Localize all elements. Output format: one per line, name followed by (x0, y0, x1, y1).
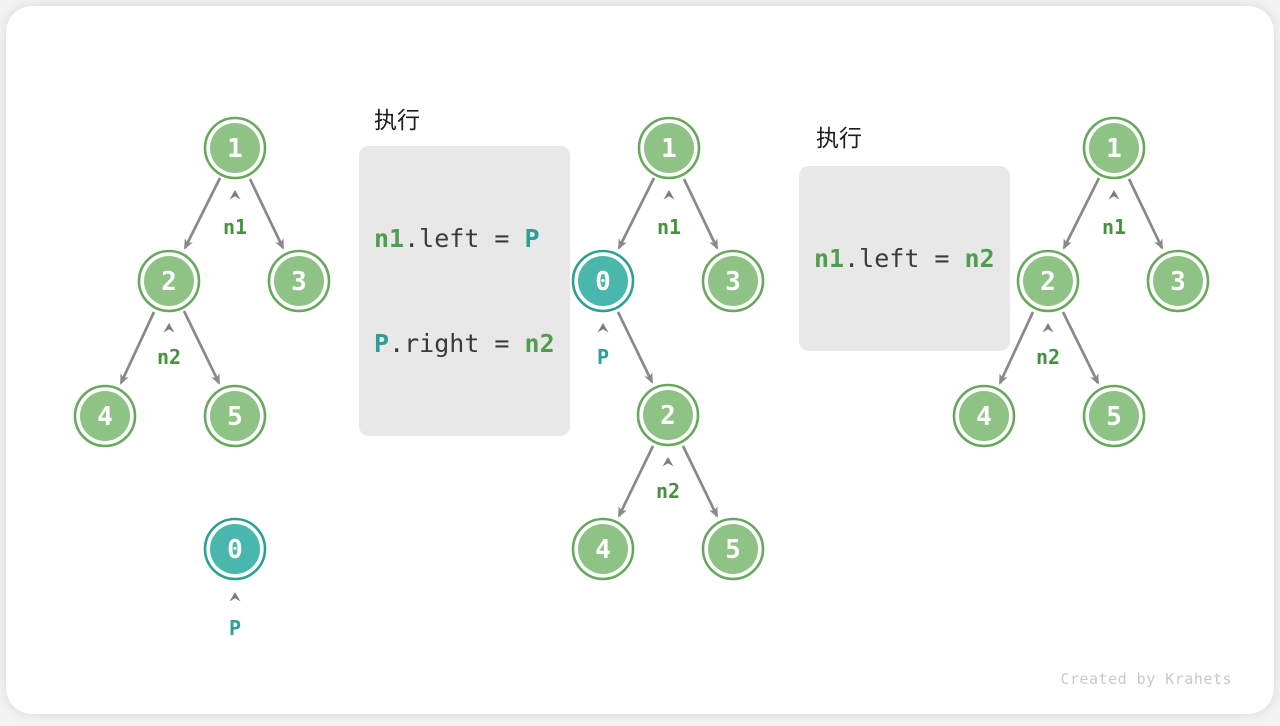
code-token-n2: n2 (965, 244, 995, 273)
pointer-caret-n1 (1109, 190, 1120, 200)
pointer-label-P: P (597, 345, 609, 369)
node-value: 3 (725, 267, 741, 297)
node-4: 4 (573, 519, 633, 579)
node-value: 2 (660, 401, 676, 431)
node-value: 3 (291, 267, 307, 297)
pointer-label-n2: n2 (656, 479, 680, 503)
step-2-title: 执行 (816, 119, 862, 153)
pointer-label-n2: n2 (1036, 345, 1060, 369)
pointer-caret-n1 (230, 190, 241, 200)
pointer-caret-n1 (664, 190, 675, 200)
code-line: n1.left = P (374, 221, 555, 256)
node-5: 5 (703, 519, 763, 579)
step-1-code-block: n1.left = P P.right = n2 (359, 146, 570, 436)
watermark-credit: Created by Krahets (1060, 670, 1232, 688)
pointer-label-P: P (229, 616, 241, 640)
node-0-detached: 0 (205, 519, 265, 579)
edge-1-2 (185, 178, 220, 248)
pointer-caret-n2 (1043, 323, 1054, 333)
node-3: 3 (703, 251, 763, 311)
code-token-n1: n1 (374, 224, 404, 253)
edge-1-2 (1064, 178, 1099, 248)
edge-2-4 (121, 312, 154, 383)
node-value: 1 (661, 134, 677, 164)
node-2: 2 (638, 385, 698, 445)
node-2: 2 (139, 251, 199, 311)
node-value: 5 (1106, 402, 1122, 432)
node-1: 1 (205, 118, 265, 178)
node-5: 5 (1084, 386, 1144, 446)
tree-during: 1 0 3 2 4 (573, 118, 763, 579)
tree-diagram: 1 2 3 4 5 (6, 6, 1280, 726)
step-1-title: 执行 (374, 101, 420, 135)
edge-2-5 (1063, 312, 1098, 383)
pointer-caret-n2 (164, 323, 175, 333)
edge-2-5 (683, 446, 717, 516)
edge-1-0 (619, 178, 654, 248)
node-value: 2 (1040, 267, 1056, 297)
code-line: P.right = n2 (374, 326, 555, 361)
node-1: 1 (1084, 118, 1144, 178)
code-token-P: P (525, 224, 540, 253)
code-token-P: P (374, 329, 389, 358)
node-2: 2 (1018, 251, 1078, 311)
node-4: 4 (75, 386, 135, 446)
edge-1-3 (684, 179, 717, 248)
node-value: 1 (227, 134, 243, 164)
node-value: 4 (595, 535, 611, 565)
pointer-label-n1: n1 (223, 215, 247, 239)
node-4: 4 (954, 386, 1014, 446)
code-token: .left = (404, 224, 524, 253)
node-value: 4 (976, 402, 992, 432)
node-value: 0 (227, 535, 243, 565)
pointer-caret-n2 (663, 457, 674, 467)
node-value: 5 (227, 402, 243, 432)
node-value: 0 (595, 267, 611, 297)
canvas-card: 1 2 3 4 5 (6, 6, 1274, 714)
code-token: .right = (389, 329, 524, 358)
node-value: 2 (161, 267, 177, 297)
node-5: 5 (205, 386, 265, 446)
edge-2-4 (619, 446, 653, 516)
node-value: 3 (1170, 267, 1186, 297)
node-value: 5 (725, 535, 741, 565)
edge-0-2 (618, 312, 652, 382)
tree-before: 1 2 3 4 5 (75, 118, 329, 640)
pointer-label-n1: n1 (657, 215, 681, 239)
code-token-n2: n2 (525, 329, 555, 358)
node-3: 3 (269, 251, 329, 311)
edge-1-3 (1129, 179, 1162, 248)
edge-2-5 (184, 311, 219, 383)
node-0: 0 (573, 251, 633, 311)
pointer-caret-P (598, 323, 609, 333)
node-1: 1 (639, 118, 699, 178)
code-token-n1: n1 (814, 244, 844, 273)
code-line: n1.left = n2 (814, 241, 995, 276)
node-value: 4 (97, 402, 113, 432)
edge-1-3 (250, 179, 283, 248)
pointer-caret-P (230, 592, 241, 602)
pointer-label-n1: n1 (1102, 215, 1126, 239)
code-token: .left = (844, 244, 964, 273)
pointer-label-n2: n2 (157, 345, 181, 369)
node-3: 3 (1148, 251, 1208, 311)
step-2-code-block: n1.left = n2 (799, 166, 1010, 351)
node-value: 1 (1106, 134, 1122, 164)
